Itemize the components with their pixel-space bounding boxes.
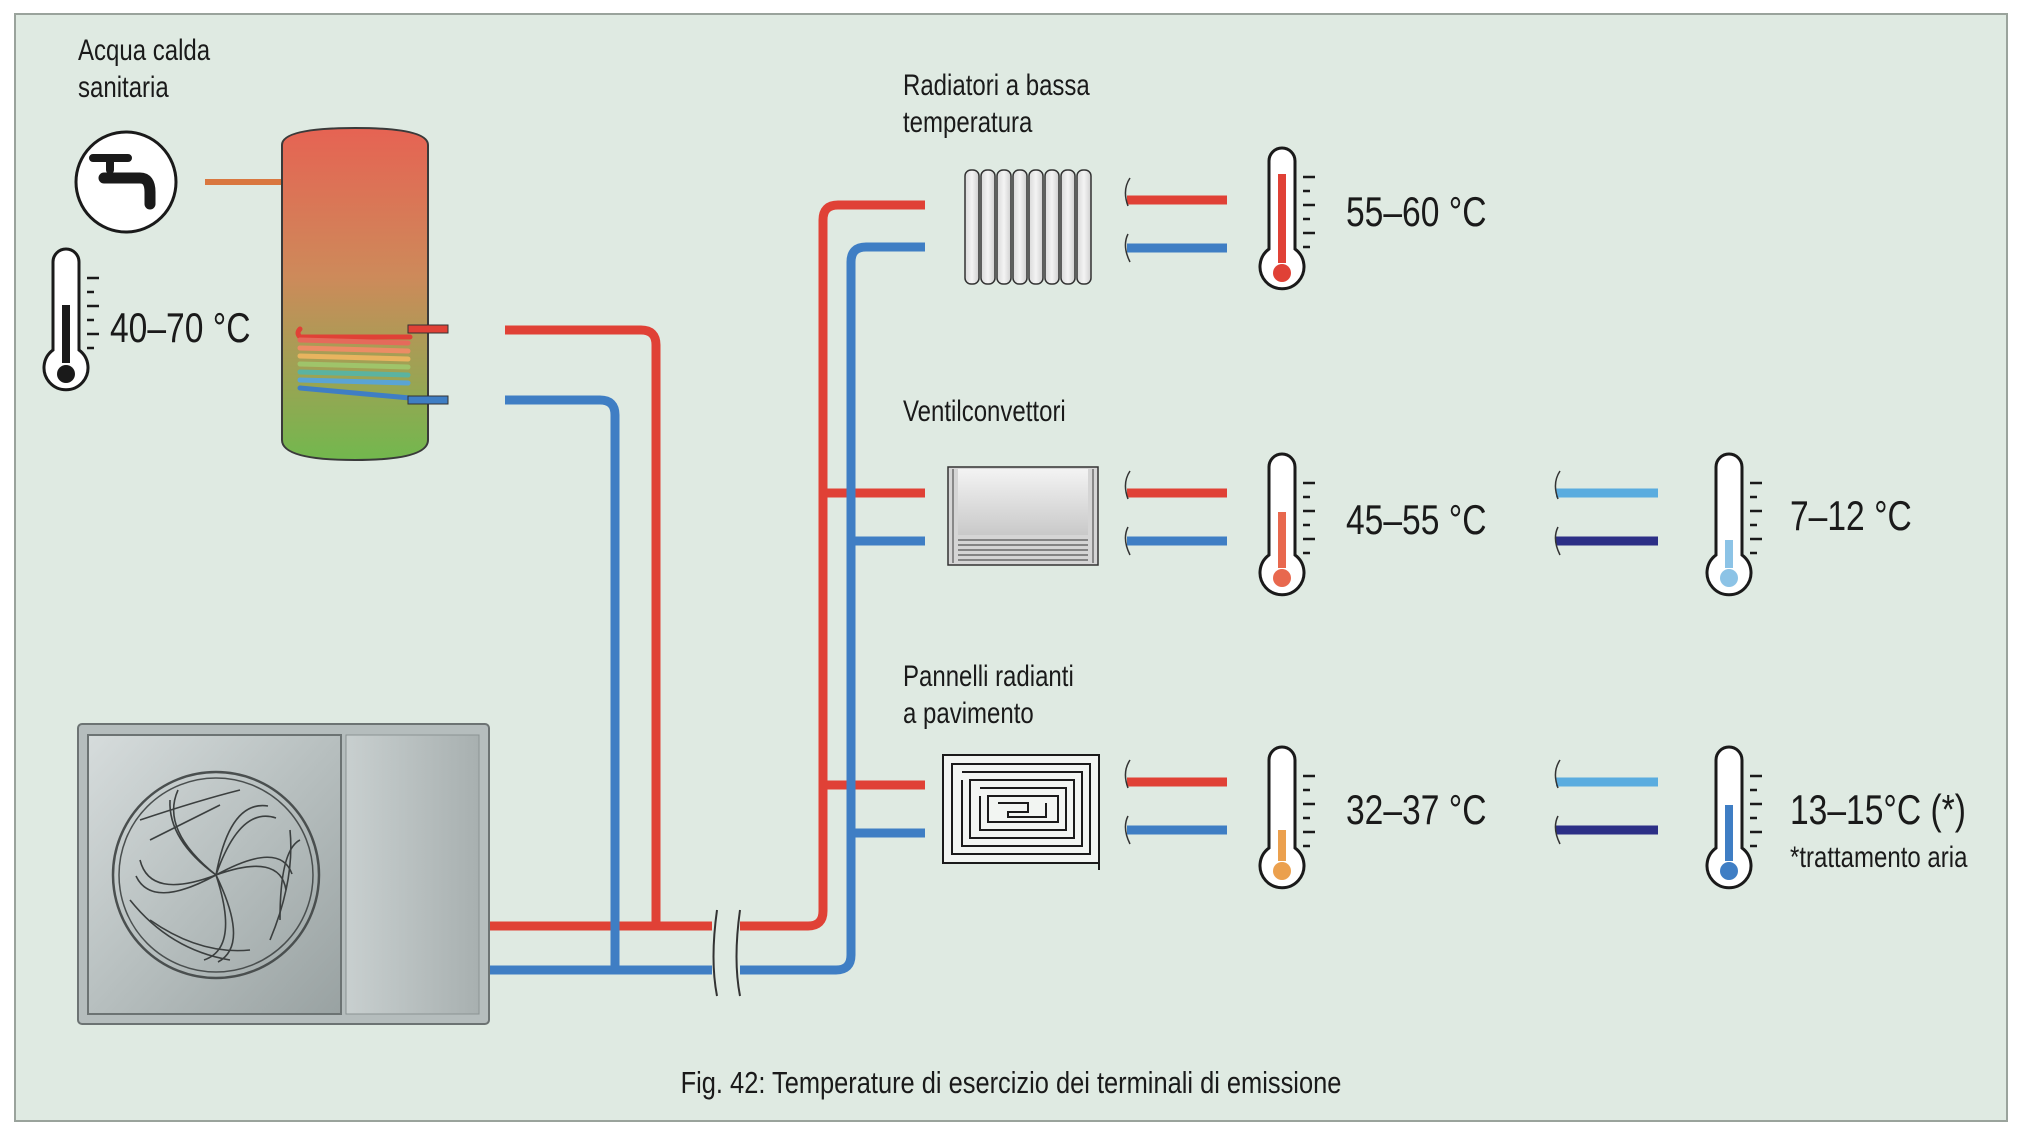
fan-coil-icon: [947, 466, 1099, 566]
thermometer-icon: [1705, 745, 1762, 890]
floor-panels-label-line1: Pannelli radianti: [903, 660, 1074, 693]
dhw-temperature: 40–70 °C: [110, 304, 251, 351]
heat-pump-outdoor-unit-icon: [77, 723, 490, 1025]
floor-panels-heating-temperature: 32–37 °C: [1346, 786, 1487, 833]
pipe-network: [205, 179, 925, 975]
figure-caption: Fig. 42: Temperature di esercizio dei te…: [680, 1065, 1342, 1100]
floor-panels-cooling-note: *trattamento aria: [1790, 841, 1968, 874]
faucet-icon: [74, 130, 178, 234]
return-pipe-riser: [740, 242, 925, 975]
flow-return-brackets: [1124, 177, 1561, 845]
radiators-label: Radiatori a bassa temperatura: [903, 68, 1090, 141]
flow-return-symbols: [1127, 195, 1658, 835]
thermometer-icon: [1705, 452, 1762, 597]
fancoils-label-line1: Ventilconvettori: [903, 395, 1066, 428]
supply-pipe-riser: [740, 200, 925, 931]
supply-pipe-tank: [505, 325, 661, 926]
pipe-break-symbol: [712, 909, 741, 997]
dhw-label-line2: sanitaria: [78, 70, 169, 104]
return-pipe-tank: [505, 395, 620, 970]
fan-blades: [129, 789, 301, 963]
thermometer-icon: [1258, 452, 1315, 597]
tank-coil: [295, 326, 413, 401]
radiators-heating-temperature: 55–60 °C: [1346, 188, 1487, 235]
floor-panels-cooling-temperature: 13–15°C (*): [1790, 786, 1966, 833]
fancoils-cooling-temperature: 7–12 °C: [1790, 492, 1912, 539]
thermometer-icon: [42, 247, 99, 392]
dhw-label: Acqua calda sanitaria: [78, 33, 210, 106]
radiators-label-line1: Radiatori a bassa: [903, 69, 1090, 102]
floor-panels-label: Pannelli radianti a pavimento: [903, 659, 1074, 732]
thermometer-icon: [1258, 146, 1315, 291]
fancoils-label: Ventilconvettori: [903, 394, 1066, 431]
underfloor-heating-icon: [942, 754, 1100, 870]
floor-panels-label-line2: a pavimento: [903, 696, 1034, 730]
radiators-label-line2: temperatura: [903, 105, 1033, 139]
dhw-label-line1: Acqua calda: [78, 34, 211, 67]
radiator-icon: [964, 169, 1092, 285]
thermometer-icon: [1258, 745, 1315, 890]
storage-tank-icon: [281, 126, 449, 462]
fancoils-heating-temperature: 45–55 °C: [1346, 496, 1487, 543]
